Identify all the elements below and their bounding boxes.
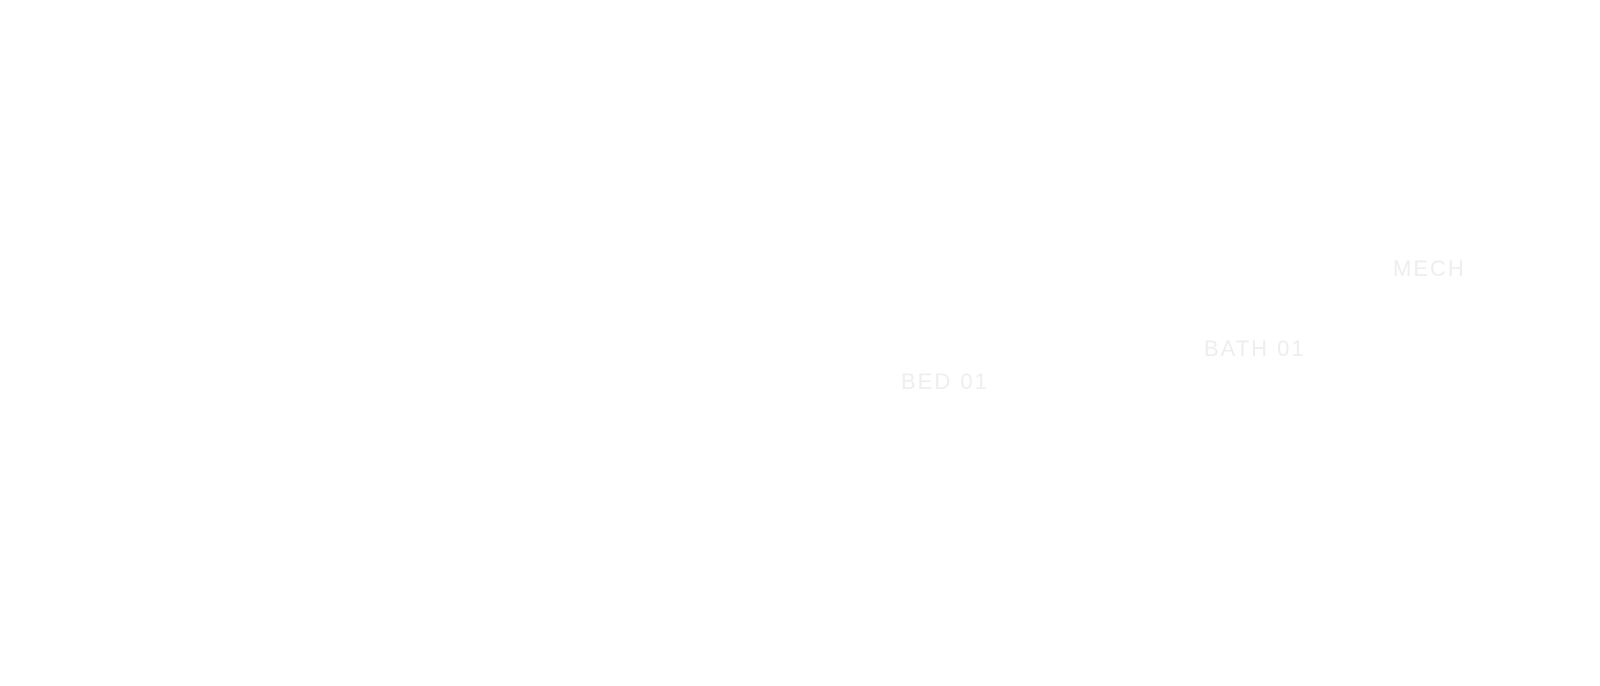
room-label-bed-01: BED 01 (901, 369, 989, 394)
room-label-bath-01: BATH 01 (1204, 336, 1306, 361)
room-label-mech: MECH (1393, 256, 1466, 281)
